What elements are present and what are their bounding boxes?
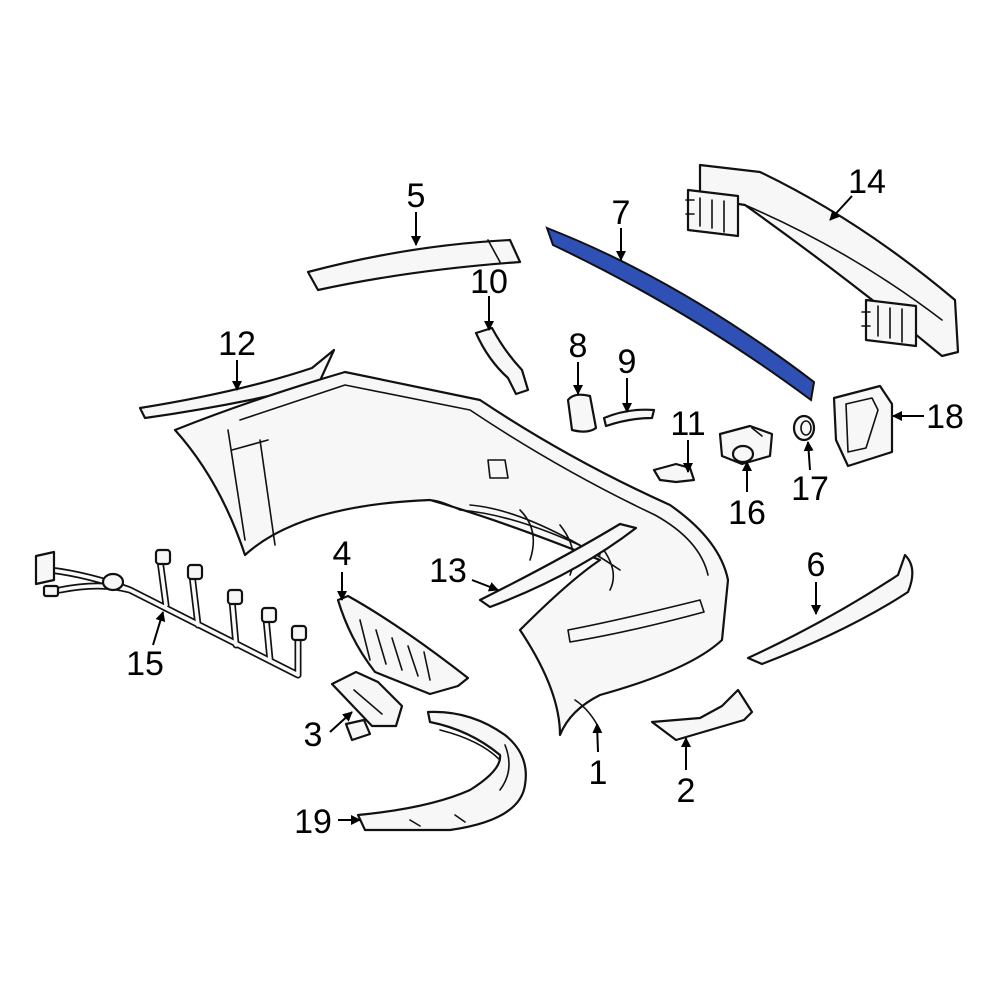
part-12-molding-strip[interactable]	[138, 348, 336, 420]
part-19-arch-liner[interactable]	[356, 710, 527, 832]
callout-9: 9	[618, 343, 637, 381]
part-6-molding-strip[interactable]	[746, 553, 914, 666]
callout-2: 2	[677, 772, 696, 810]
callout-6: 6	[807, 546, 826, 584]
part-7-trim-strip[interactable]	[545, 226, 816, 402]
callout-4: 4	[333, 535, 352, 573]
callout-19: 19	[294, 803, 332, 841]
callout-16: 16	[728, 494, 766, 532]
callout-3: 3	[304, 716, 323, 754]
callout-12: 12	[218, 325, 256, 363]
part-15-wiring-harness[interactable]	[34, 548, 308, 679]
callout-14: 14	[848, 163, 886, 201]
callout-18: 18	[926, 398, 964, 436]
callout-5: 5	[407, 177, 426, 215]
callout-8: 8	[569, 327, 588, 365]
part-10-bracket[interactable]	[474, 326, 530, 396]
callout-15: 15	[126, 645, 164, 683]
arrow-13	[471, 579, 499, 592]
part-5-cover-strip[interactable]	[306, 238, 522, 292]
part-8-clip[interactable]	[566, 393, 598, 433]
part-1-bumper-cover[interactable]	[173, 370, 730, 737]
part-3-sensor-holder[interactable]	[330, 670, 404, 742]
callout-13: 13	[429, 552, 467, 590]
callout-11: 11	[670, 405, 705, 443]
callout-arrows	[152, 195, 924, 825]
arrow-3	[329, 711, 353, 733]
arrow-17	[803, 441, 814, 471]
part-9-strap[interactable]	[602, 408, 656, 428]
part-17-grommet[interactable]	[792, 414, 816, 442]
callout-7: 7	[612, 194, 631, 232]
part-13-inner-strip[interactable]	[478, 522, 638, 609]
part-14-reinforcement-bar[interactable]	[685, 163, 960, 358]
part-2-bracket[interactable]	[650, 688, 754, 742]
callout-labels: 1 2 3 4 5 6 7 8 9 10 11 12 13 14 15 16 1…	[126, 163, 964, 841]
callout-17: 17	[791, 470, 829, 508]
part-16-sensor[interactable]	[718, 424, 774, 466]
arrow-15	[152, 611, 166, 646]
part-18-side-bracket[interactable]	[832, 384, 894, 468]
callout-10: 10	[470, 263, 508, 301]
callout-1: 1	[589, 754, 608, 792]
part-4-energy-absorber[interactable]	[336, 594, 470, 696]
arrow-1	[592, 723, 603, 753]
arrow-14	[829, 195, 853, 221]
